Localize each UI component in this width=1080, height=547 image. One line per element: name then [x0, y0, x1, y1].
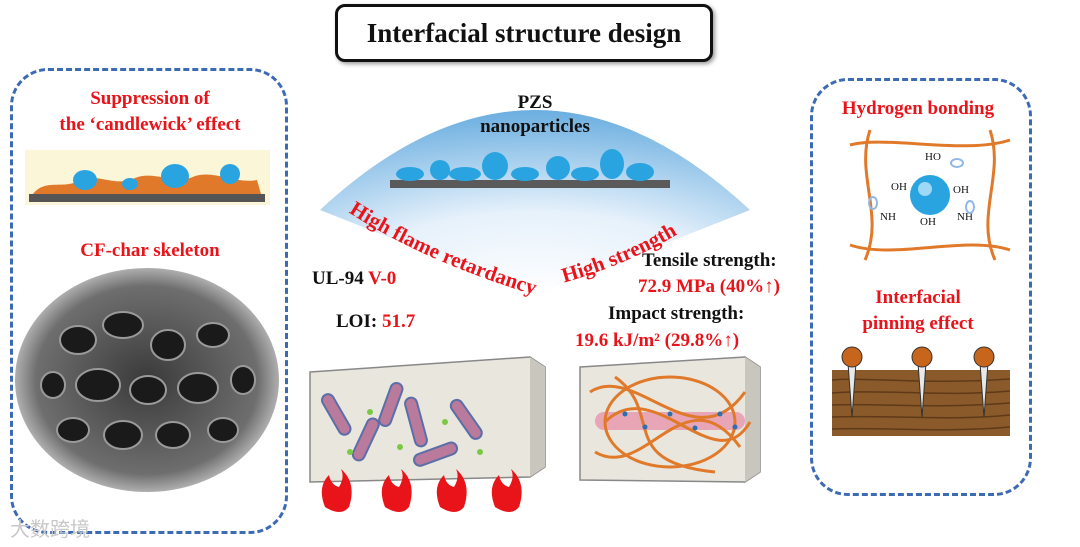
tensile-label: Tensile strength:	[642, 250, 777, 271]
impact-value: 19.6 kJ/m² (29.8%↑)	[575, 330, 740, 351]
ul94-prefix: UL-94	[312, 268, 369, 289]
flame-composite-block	[309, 356, 546, 512]
group-label-nh-left: NH	[880, 211, 896, 223]
strength-composite-block	[579, 356, 761, 483]
char-skeleton-image	[15, 268, 279, 492]
watermark: 大数跨境	[10, 517, 90, 541]
hydrogen-bonding-diagram: HO OH OH OH NH NH	[849, 129, 1011, 261]
ul94-value: V-0	[368, 268, 397, 289]
page-title: Interfacial structure design	[335, 4, 713, 62]
group-label-oh-right: OH	[953, 184, 969, 196]
skeleton-label: CF-char skeleton	[80, 240, 220, 261]
pzs-fan: High flame retardancy High strength	[320, 110, 750, 300]
right-panel	[810, 78, 1032, 496]
pinning-label-line1: Interfacial	[875, 287, 961, 308]
loi-rating: LOI: 51.7	[336, 311, 415, 333]
pzs-label-line2: nanoparticles	[480, 116, 590, 137]
suppression-label-line1: Suppression of	[90, 88, 210, 109]
ul94-rating: UL-94 V-0	[312, 268, 396, 290]
group-label-ho: HO	[925, 151, 941, 163]
group-label-oh-bottom: OH	[920, 216, 936, 228]
hbond-label: Hydrogen bonding	[841, 98, 995, 119]
impact-label: Impact strength:	[608, 303, 745, 324]
group-label-nh-right: NH	[957, 211, 973, 223]
left-panel	[10, 68, 288, 534]
pzs-label-line1: PZS	[517, 92, 553, 113]
pinning-label-line2: pinning effect	[862, 313, 974, 334]
loi-value: 51.7	[381, 311, 416, 332]
pinning-illustration	[831, 346, 1011, 436]
loi-prefix: LOI:	[336, 311, 382, 332]
candlewick-illustration	[25, 150, 270, 205]
tensile-value: 72.9 MPa (40%↑)	[638, 276, 780, 297]
group-label-oh-left: OH	[891, 181, 907, 193]
suppression-label-line2: the ‘candlewick’ effect	[59, 114, 241, 135]
